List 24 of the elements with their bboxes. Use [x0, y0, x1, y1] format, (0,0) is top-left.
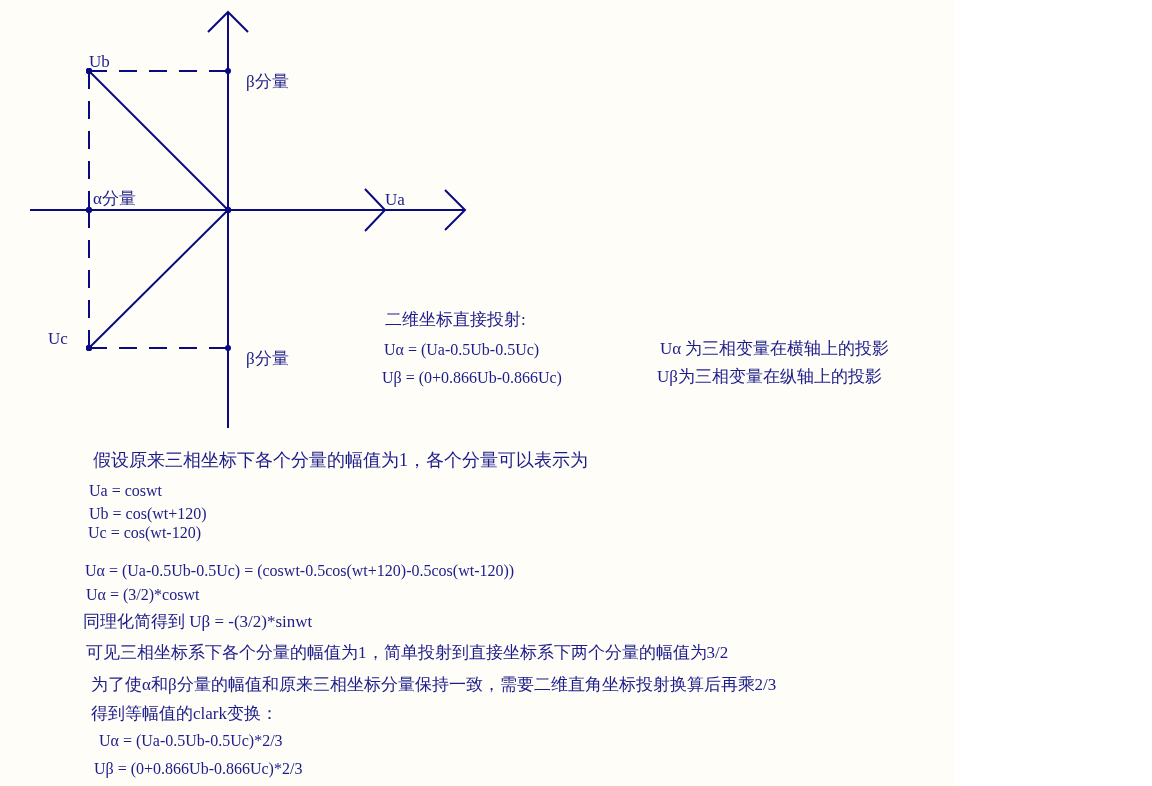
formula-text: Uc = cos(wt-120): [88, 523, 201, 543]
formula-text: Uα = (Ua-0.5Ub-0.5Uc): [384, 340, 540, 360]
point-label: Ua: [385, 191, 411, 210]
formula-text: 可见三相坐标系下各个分量的幅值为1，简单投射到直接坐标系下两个分量的幅值为3/2: [86, 643, 729, 663]
projection-line: [86, 345, 231, 351]
formula-text: 同理化简得到 Uβ = -(3/2)*sinwt: [83, 612, 313, 632]
formula-text: Ua = coswt: [89, 481, 162, 501]
formula-text: Uα = (Ua-0.5Ub-0.5Uc) = (coswt-0.5cos(wt+120)-0.5cos(wt-120)): [85, 561, 515, 581]
point-label: β分量: [228, 348, 298, 368]
point-label: Uc: [48, 330, 89, 348]
formula-text: 二维坐标直接投射:: [385, 310, 526, 330]
point-label: Ub: [89, 53, 115, 71]
point-label: α分量: [89, 190, 145, 210]
point-label: β分量: [228, 71, 298, 91]
formula-text: 得到等幅值的clark变换：: [91, 704, 278, 724]
formula-text: Ub = cos(wt+120): [89, 504, 207, 524]
formula-text: Uα 为三相变量在横轴上的投影: [660, 339, 890, 359]
formula-text: 为了使α和β分量的幅值和原来三相坐标分量保持一致，需要二维直角坐标投射换算后再乘2/3: [91, 675, 777, 695]
formula-text: Uα = (Ua-0.5Ub-0.5Uc)*2/3: [99, 731, 283, 751]
formula-text: 假设原来三相坐标下各个分量的幅值为1，各个分量可以表示为: [93, 450, 588, 470]
formula-text: Uβ = (0+0.866Ub-0.866Uc)*2/3: [94, 759, 303, 779]
formula-text: Uβ = (0+0.866Ub-0.866Uc): [382, 368, 562, 388]
formula-text: Uβ为三相变量在纵轴上的投影: [657, 367, 882, 387]
formula-text: Uα = (3/2)*coswt: [86, 585, 200, 605]
